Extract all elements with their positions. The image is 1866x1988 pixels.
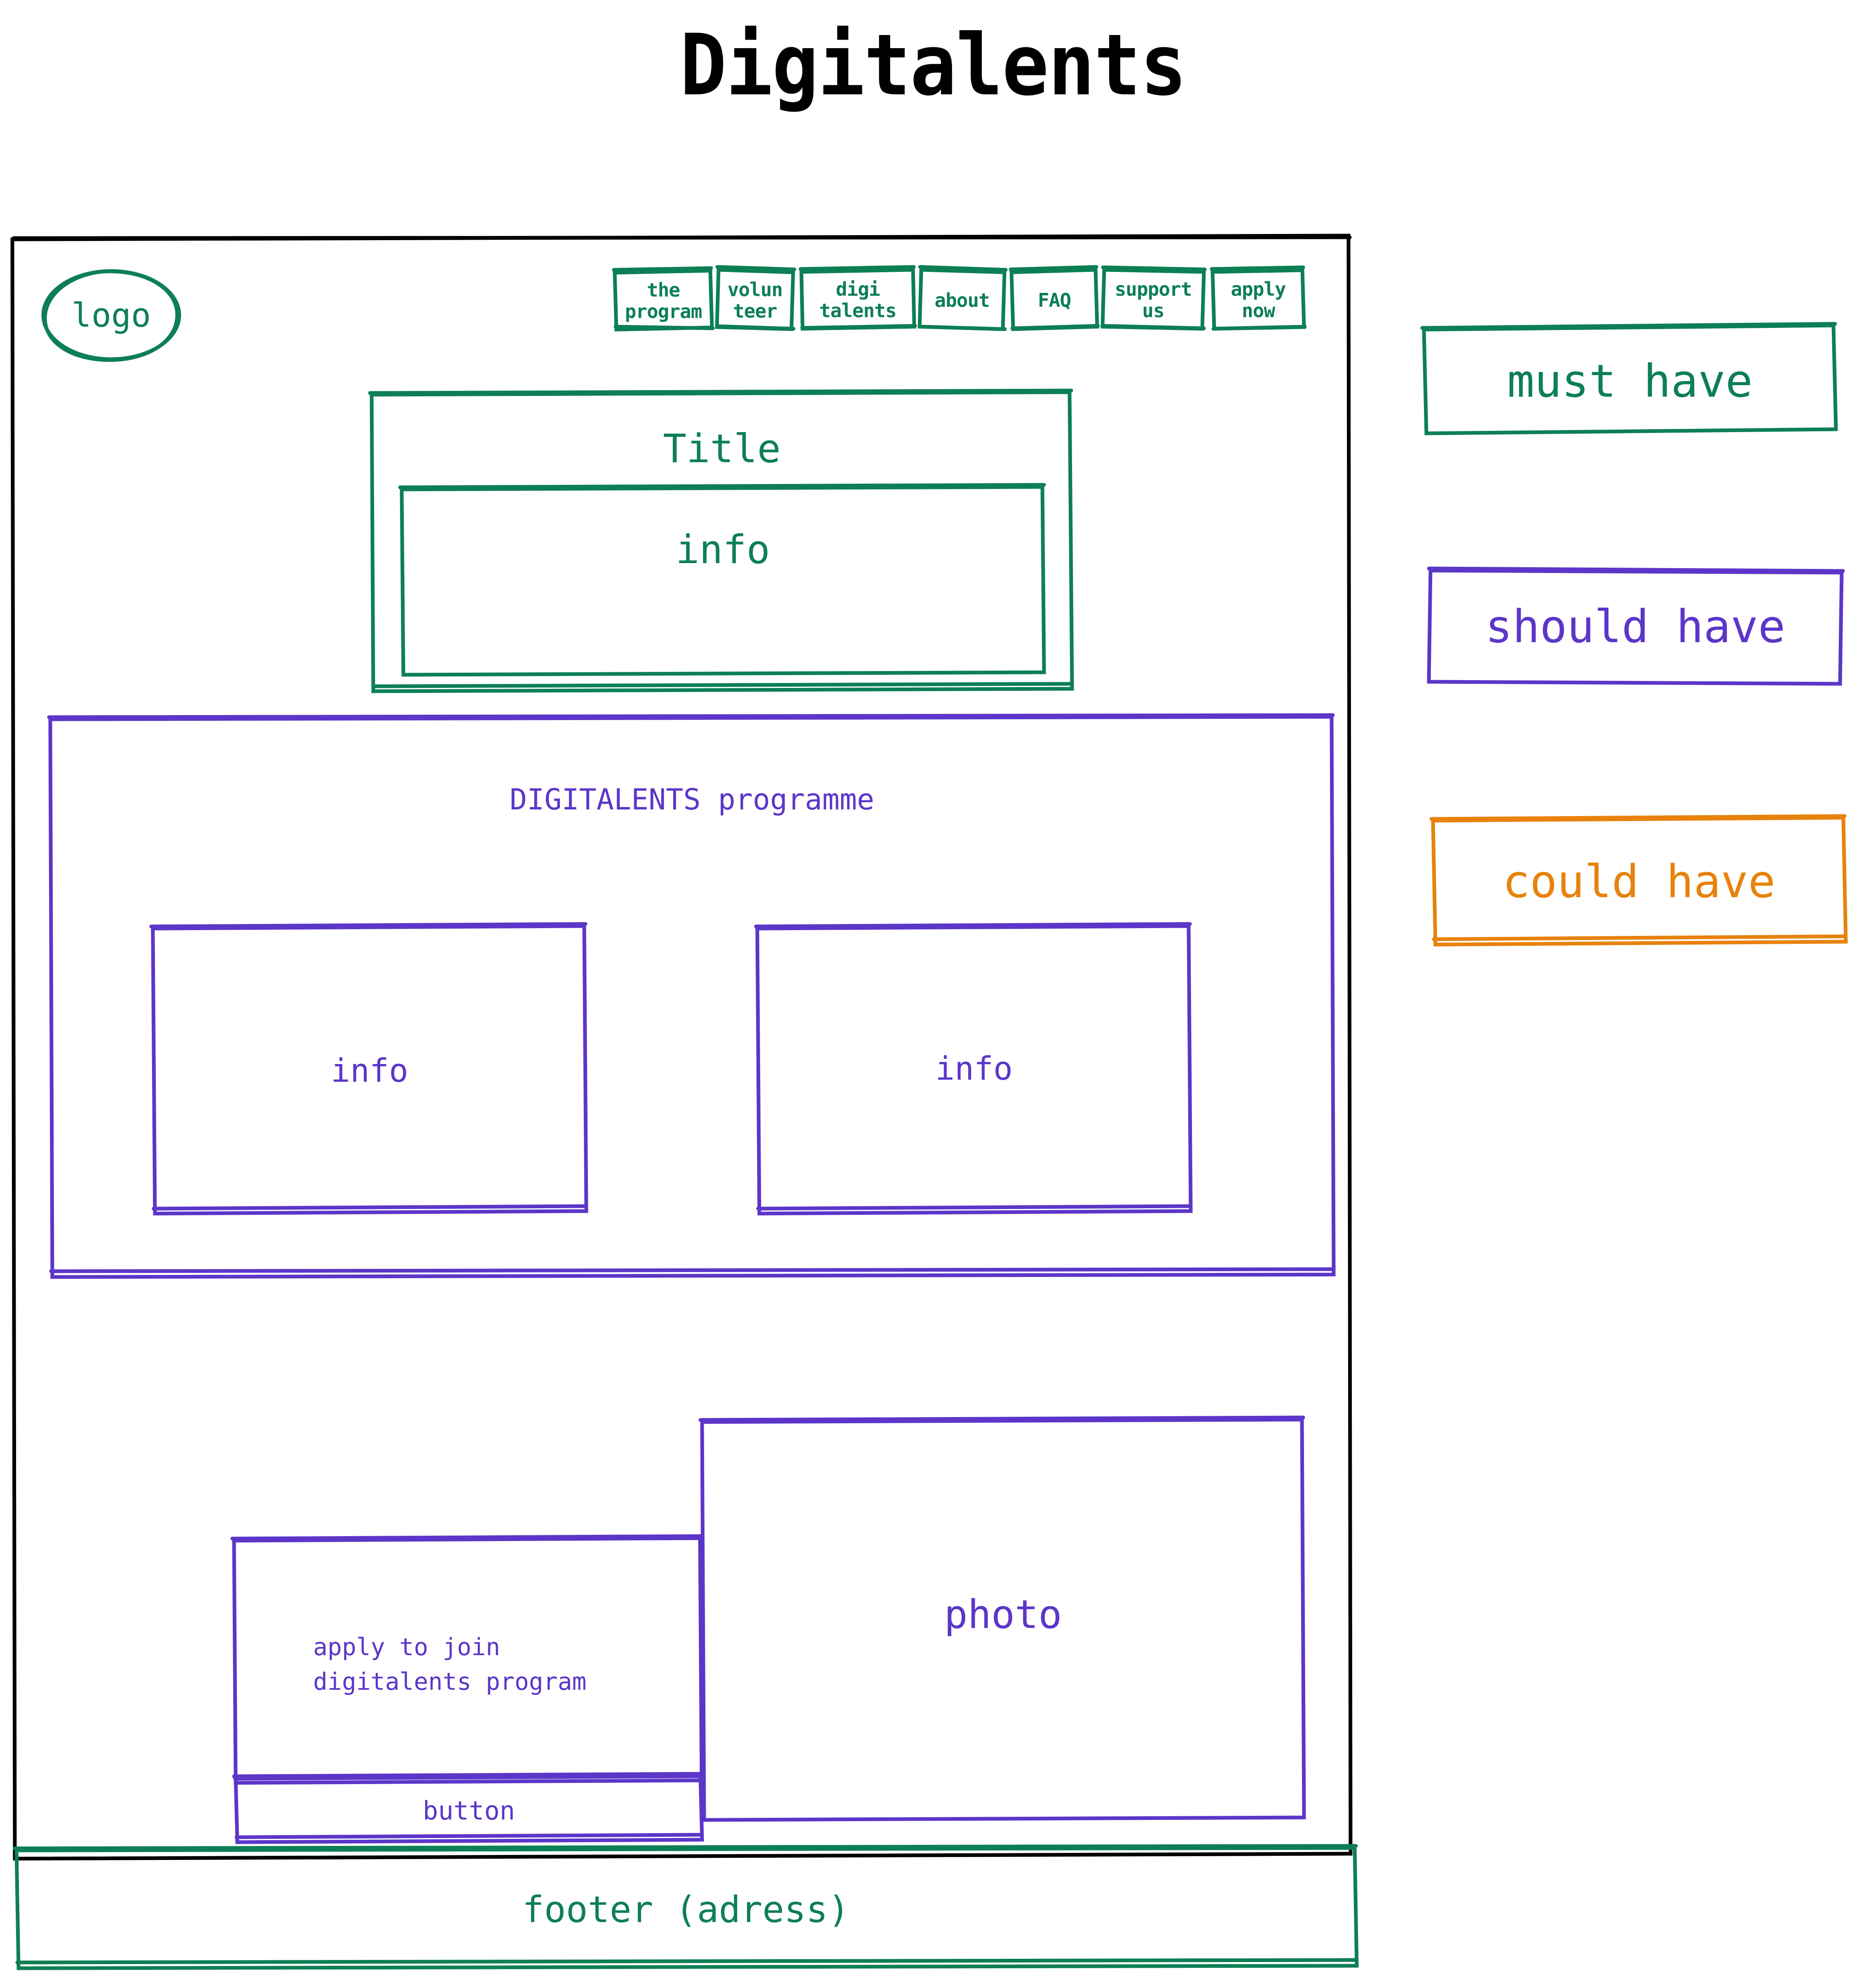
legend-must-have-stroke [1420, 322, 1838, 435]
logo-shape [41, 269, 181, 362]
page-title: Digitalents [680, 16, 1187, 115]
nav-strokes [612, 265, 1307, 332]
apply-strokes [230, 1415, 1306, 1844]
footer-strokes [13, 1844, 1359, 1970]
page-frame [10, 234, 1353, 1861]
hero-strokes [368, 388, 1074, 693]
legend-could-have-stroke [1429, 814, 1848, 947]
programme-strokes [47, 713, 1336, 1279]
legend-should-have-stroke [1427, 566, 1845, 686]
